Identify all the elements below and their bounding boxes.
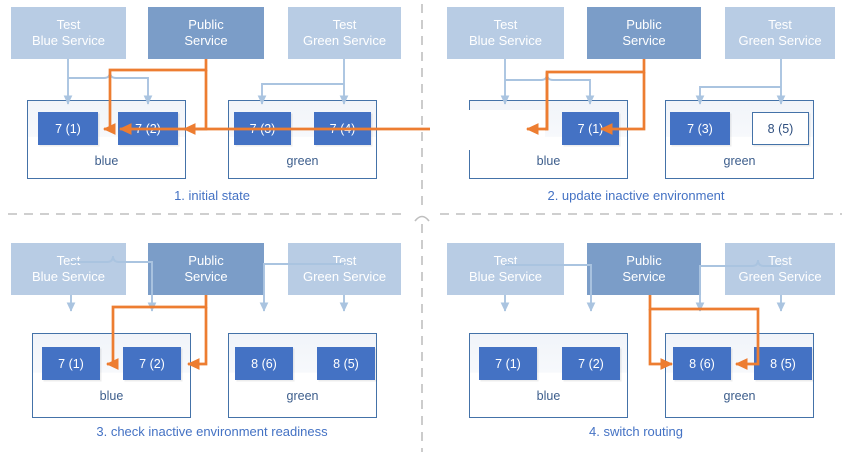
service-test-blue: Test Blue Service xyxy=(447,243,564,295)
environment-label-blue: blue xyxy=(99,389,124,403)
service-public: Public Service xyxy=(148,7,264,59)
pod: 7 (1) xyxy=(479,347,537,380)
panel-caption: 3. check inactive environment readiness xyxy=(96,424,328,439)
pod: 7 (1) xyxy=(562,112,619,145)
service-public: Public Service xyxy=(587,243,701,295)
pod: 7 (4) xyxy=(314,112,371,145)
panel-update-inactive-environment: Test Blue Service Public Service Test Gr… xyxy=(424,0,848,228)
service-test-blue: Test Blue Service xyxy=(447,7,564,59)
pod: 8 (5) xyxy=(317,347,375,380)
pod: 7 (3) xyxy=(670,112,730,145)
service-public: Public Service xyxy=(148,243,264,295)
panel-initial-state: Test Blue Service Public Service Test Gr… xyxy=(0,0,424,228)
panel-switch-routing: Test Blue Service Public Service Test Gr… xyxy=(424,228,848,456)
environment-label-green: green xyxy=(723,154,756,168)
pod: 7 (1) xyxy=(42,347,100,380)
environment-label-green: green xyxy=(723,389,756,403)
service-test-green: Test Green Service xyxy=(288,7,401,59)
panel-caption: 2. update inactive environment xyxy=(547,188,725,203)
environment-label-green: green xyxy=(286,154,319,168)
service-test-blue: Test Blue Service xyxy=(11,7,126,59)
pod: 7 (1) xyxy=(479,112,536,145)
environment-label-green: green xyxy=(286,389,319,403)
pod: 8 (6) xyxy=(235,347,293,380)
pod: 8 (5) xyxy=(752,112,809,145)
service-public: Public Service xyxy=(587,7,701,59)
pod: 8 (6) xyxy=(673,347,731,380)
panel-caption: 1. initial state xyxy=(174,188,250,203)
service-test-green: Test Green Service xyxy=(725,243,835,295)
pod: 7 (2) xyxy=(562,347,620,380)
service-test-green: Test Green Service xyxy=(725,7,835,59)
pod: 8 (5) xyxy=(754,347,812,380)
panel-check-inactive-environment-readiness: Test Blue Service Public Service Test Gr… xyxy=(0,228,424,456)
service-test-blue: Test Blue Service xyxy=(11,243,126,295)
pod: 7 (3) xyxy=(234,112,291,145)
pod: 7 (2) xyxy=(118,112,178,145)
panel-caption: 4. switch routing xyxy=(589,424,683,439)
environment-label-blue: blue xyxy=(94,154,119,168)
environment-label-blue: blue xyxy=(536,154,561,168)
environment-label-blue: blue xyxy=(536,389,561,403)
pod: 7 (1) xyxy=(38,112,98,145)
pod: 7 (2) xyxy=(123,347,181,380)
service-test-green: Test Green Service xyxy=(288,243,401,295)
